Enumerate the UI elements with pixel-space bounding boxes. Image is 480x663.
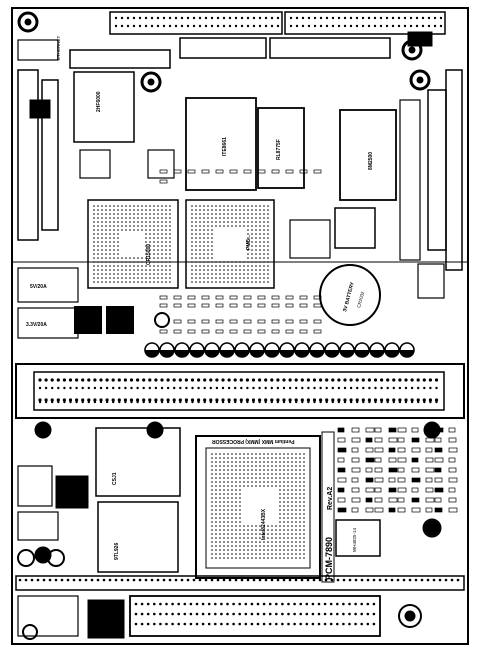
chip-9tl926: 9TL926 xyxy=(97,501,179,573)
battery: 3V BATTERY CR2032 xyxy=(319,264,381,326)
cpu-processor: Pentium MMX (MMX) PROCESSOR Intel82443BX xyxy=(195,435,321,579)
model-label: PCM-7890 Rev.A2 xyxy=(321,431,335,583)
ethernet-label: ETHERNET xyxy=(56,35,61,60)
svg-text:2HF6000: 2HF6000 xyxy=(96,91,102,112)
chip-csj1: CSJ1 xyxy=(95,427,181,497)
lower-left-components xyxy=(17,465,89,567)
chip-lower-right: WH4825-14 xyxy=(335,519,381,557)
mounting-holes xyxy=(17,11,442,640)
bottom-connectors xyxy=(15,575,465,639)
svg-text:Rev.A2: Rev.A2 xyxy=(327,487,334,510)
chip-pmb: PMB... xyxy=(185,199,275,289)
chip-ite8661: ITE8661 xyxy=(185,97,257,191)
left-connectors xyxy=(17,39,59,241)
board-outline xyxy=(11,7,469,645)
svg-text:5V/20A: 5V/20A xyxy=(30,284,47,290)
svg-text:WH4825-14: WH4825-14 xyxy=(352,527,357,552)
component-cluster xyxy=(159,169,458,513)
svg-text:CR2032: CR2032 xyxy=(356,291,365,309)
top-headers xyxy=(69,11,446,69)
svg-text:CSJ1: CSJ1 xyxy=(112,472,118,485)
chip-8m2500: 8M2500 xyxy=(339,109,397,201)
svg-text:ITE8661: ITE8661 xyxy=(222,137,228,156)
svg-text:Intel82443BX: Intel82443BX xyxy=(261,508,267,540)
right-connectors xyxy=(399,31,463,271)
svg-text:8M2500: 8M2500 xyxy=(368,152,374,170)
chip-cr15000: CR15000 xyxy=(87,199,179,289)
svg-text:PCM-7890: PCM-7890 xyxy=(324,537,334,580)
regulators: 5V/20A 3.3V/20A xyxy=(17,267,134,339)
pc104-bus-connector xyxy=(15,363,465,419)
svg-text:Pentium MMX (MMX) PROCESSOR: Pentium MMX (MMX) PROCESSOR xyxy=(212,438,295,444)
svg-text:RL8775F: RL8775F xyxy=(276,139,282,160)
svg-text:3V BATTERY: 3V BATTERY xyxy=(342,281,356,313)
svg-text:PMB...: PMB... xyxy=(246,234,252,250)
chip-rl8775f: RL8775F xyxy=(257,107,305,189)
capacitor-row xyxy=(144,342,415,358)
chip-small-grid-a xyxy=(79,149,445,299)
svg-text:3.3V/20A: 3.3V/20A xyxy=(26,322,47,328)
svg-text:9TL926: 9TL926 xyxy=(114,543,120,560)
svg-text:CR15000: CR15000 xyxy=(146,244,152,265)
chip-2hf6000: 2HF6000 xyxy=(73,71,135,143)
